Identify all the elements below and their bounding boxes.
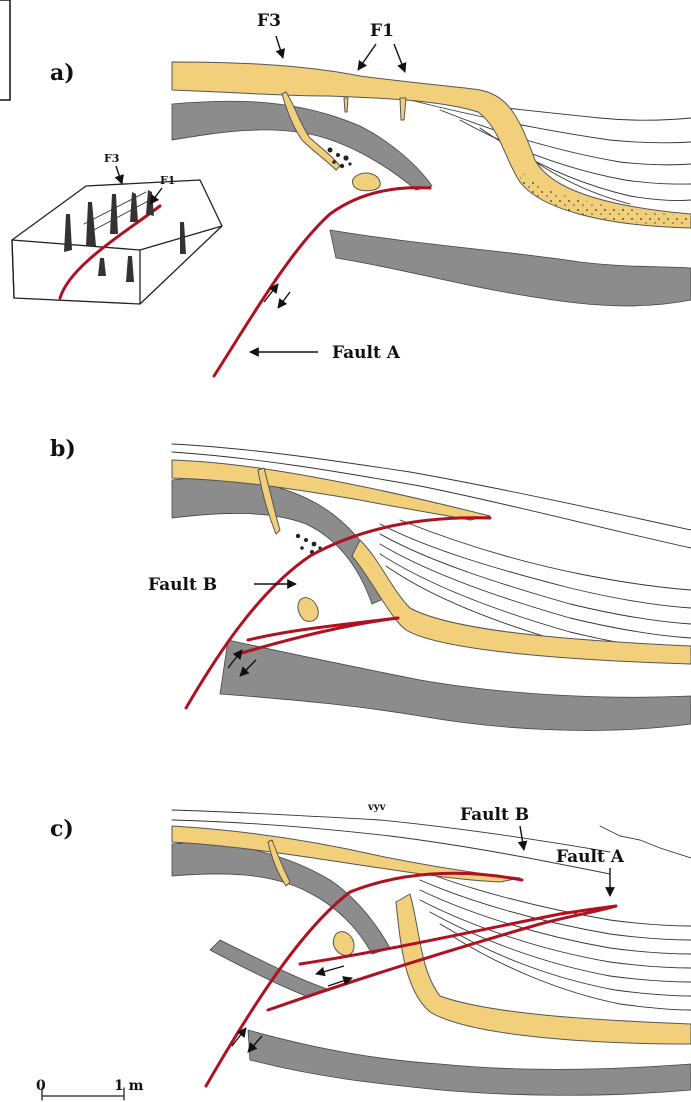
surface-marks-c: vyv [367, 802, 387, 813]
callout-f1-a: F1 [370, 21, 394, 41]
scale-bar-end: 1 m [114, 1078, 144, 1094]
inset-label-f1: F1 [160, 174, 175, 187]
fault-a-splay-b [248, 618, 398, 640]
sand-pod-a [353, 173, 381, 191]
callout-f1-arrow-1 [358, 44, 376, 70]
inset-label-f3: F3 [104, 152, 119, 165]
panel-b: b) Fault B [50, 436, 691, 730]
panel-c: c) vyv Fault B [50, 802, 691, 1095]
panel-b-label: b) [50, 436, 76, 462]
shale-bed-upper-a [172, 101, 432, 190]
callout-fault-b-c: Fault B [460, 805, 529, 825]
sand-pod-b [298, 598, 318, 622]
sand-pod-c [333, 932, 354, 956]
scale-bar-start: 0 [36, 1078, 46, 1094]
shale-bed-lower-a [330, 230, 691, 306]
callout-fault-a-c: Fault A [556, 847, 625, 867]
callout-fault-a: Fault A [332, 343, 401, 363]
panel-c-label: c) [50, 816, 74, 842]
sand-dike-f1-1-a [344, 98, 348, 112]
sand-dike-f1-2-a [400, 98, 406, 120]
scale-bar: 0 1 m [36, 1078, 144, 1100]
inset-block-diagram: F3 F1 [12, 152, 222, 304]
callout-f3-arrow [276, 36, 283, 58]
shale-bed-mid-c [210, 940, 330, 996]
slip-arrow-down-a [278, 292, 290, 308]
panel-a-label: a) [50, 60, 75, 86]
sand-sheet-a [172, 62, 691, 228]
slip-arrow-left-c2 [316, 966, 344, 974]
callout-f3-a: F3 [257, 11, 281, 31]
frame-corner [0, 0, 10, 100]
fault-a-trace-c [268, 906, 616, 1010]
callout-f1-arrow-2 [394, 44, 405, 72]
callout-fault-b-b: Fault B [148, 575, 217, 595]
inset-fault-trace [60, 206, 160, 298]
panel-a: a) F3 [12, 11, 691, 376]
